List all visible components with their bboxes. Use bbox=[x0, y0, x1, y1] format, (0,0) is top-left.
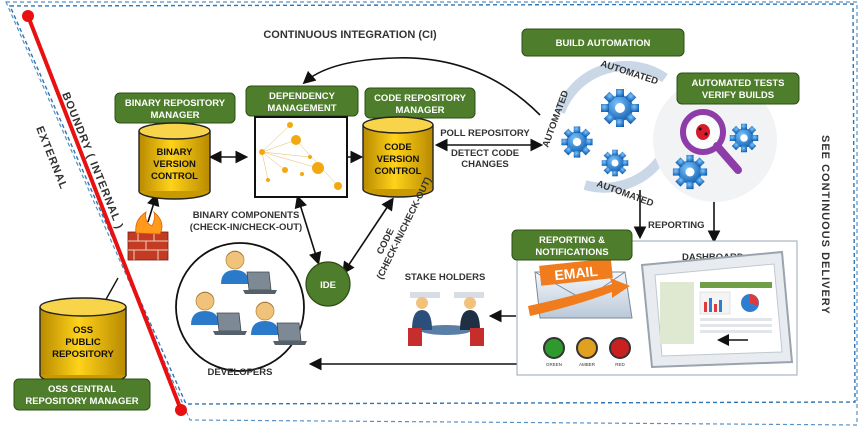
developers-label: DEVELOPERS bbox=[208, 367, 273, 378]
code-version-control-cylinder: CODE VERSION CONTROL bbox=[362, 116, 434, 198]
code-cyl-line2: VERSION bbox=[377, 154, 420, 165]
amber-light-icon bbox=[576, 337, 598, 359]
developers-group: DEVELOPERS bbox=[175, 242, 308, 378]
code-repo-manager-box: CODE REPOSITORY MANAGER bbox=[364, 87, 476, 119]
green-light-label: GREEN bbox=[546, 362, 562, 367]
email-label: EMAIL bbox=[554, 263, 599, 284]
binary-components-line1: BINARY COMPONENTS bbox=[193, 210, 300, 221]
reporting-label: REPORTING bbox=[648, 220, 704, 231]
boundary-external-label: EXTERNAL bbox=[33, 125, 69, 192]
binary-cyl-line1: BINARY bbox=[156, 147, 193, 158]
oss-central-repo-manager-box: OSS CENTRAL REPOSITORY MANAGER bbox=[13, 378, 151, 411]
code-cyl-line3: CONTROL bbox=[375, 166, 422, 177]
oss-central-line1: OSS CENTRAL bbox=[48, 384, 116, 395]
red-light-label: RED bbox=[615, 362, 625, 367]
stake-holders-meeting-icon bbox=[408, 292, 484, 346]
ide-label: IDE bbox=[320, 280, 336, 291]
email-envelope-icon: EMAIL bbox=[528, 258, 633, 319]
automated-tests-graphic bbox=[653, 78, 777, 202]
red-light-icon bbox=[609, 337, 631, 359]
automated-tests-box: AUTOMATED TESTS VERIFY BUILDS bbox=[676, 72, 800, 105]
boundary-line bbox=[22, 10, 187, 416]
binary-repo-manager-line2: MANAGER bbox=[150, 110, 199, 121]
reporting-notifications-box: REPORTING & NOTIFICATIONS bbox=[511, 229, 633, 261]
binary-components-line2: (CHECK-IN/CHECK-OUT) bbox=[190, 222, 302, 233]
binary-cyl-line3: CONTROL bbox=[151, 171, 198, 182]
dependency-line2: MANAGEMENT bbox=[267, 103, 336, 114]
firewall-icon bbox=[127, 210, 169, 261]
oss-public-repository-cylinder: OSS PUBLIC REPOSITORY bbox=[39, 297, 127, 385]
ide-node: IDE bbox=[305, 261, 351, 307]
stake-holders-group: STAKE HOLDERS bbox=[405, 272, 486, 346]
poll-repository-label: POLL REPOSITORY bbox=[440, 128, 530, 139]
test-gear-1-icon bbox=[672, 154, 708, 190]
automated-tests-line1: AUTOMATED TESTS bbox=[691, 78, 784, 89]
reporting-notifications-line2: NOTIFICATIONS bbox=[535, 247, 608, 258]
gear-bottom-icon bbox=[601, 149, 629, 177]
dependency-graph-image bbox=[254, 116, 348, 198]
green-light-icon bbox=[543, 337, 565, 359]
dependency-management-box: DEPENDENCY MANAGEMENT bbox=[245, 85, 359, 117]
build-automation-box: BUILD AUTOMATION bbox=[521, 28, 685, 57]
flow-arrows bbox=[147, 57, 721, 371]
test-gear-2-icon bbox=[729, 123, 759, 153]
stake-holders-label: STAKE HOLDERS bbox=[405, 272, 486, 283]
build-automation-label: BUILD AUTOMATION bbox=[556, 38, 651, 49]
gear-left-icon bbox=[561, 126, 593, 158]
status-lights: GREEN AMBER RED bbox=[543, 337, 631, 367]
binary-cyl-line2: VERSION bbox=[153, 159, 196, 170]
reporting-notifications-line1: REPORTING & bbox=[539, 235, 605, 246]
gear-large-icon bbox=[601, 89, 639, 127]
oss-cyl-line3: REPOSITORY bbox=[52, 349, 114, 360]
magnifier-bug-icon bbox=[680, 109, 742, 174]
detect-code-changes-line1: DETECT CODE bbox=[451, 148, 519, 159]
code-cyl-line1: CODE bbox=[384, 142, 411, 153]
side-note: SEE CONTINUOUS DELIVERY bbox=[819, 135, 831, 315]
dashboard-tablet: DASHBOARD bbox=[640, 250, 794, 369]
binary-version-control-cylinder: BINARY VERSION CONTROL bbox=[138, 122, 211, 200]
dependency-line1: DEPENDENCY bbox=[269, 91, 336, 102]
binary-repo-manager-line1: BINARY REPOSITORY bbox=[125, 98, 226, 109]
oss-central-line2: REPOSITORY MANAGER bbox=[25, 396, 138, 407]
code-repo-manager-line1: CODE REPOSITORY bbox=[374, 93, 467, 104]
automated-tests-line2: VERIFY BUILDS bbox=[702, 90, 774, 101]
detect-code-changes-line2: CHANGES bbox=[461, 159, 509, 170]
binary-repo-manager-box: BINARY REPOSITORY MANAGER bbox=[114, 92, 236, 124]
code-repo-manager-line2: MANAGER bbox=[395, 105, 444, 116]
oss-cyl-line1: OSS bbox=[73, 325, 93, 336]
oss-cyl-line2: PUBLIC bbox=[65, 337, 101, 348]
amber-light-label: AMBER bbox=[579, 362, 596, 367]
diagram-title: CONTINUOUS INTEGRATION (CI) bbox=[263, 29, 437, 41]
